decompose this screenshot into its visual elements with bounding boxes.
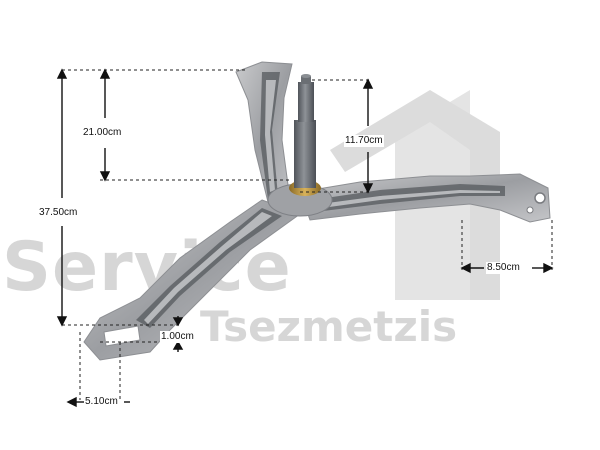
dimension-end-width: 8.50cm [486,262,521,274]
dimension-arm-height: 21.00cm [82,127,123,139]
shaft [294,120,316,188]
spider-upper-arm [235,61,293,211]
watermark-tsezmetzis: Tsezmetzis [200,302,458,351]
dimension-foot-thickness: 1.00cm [160,331,195,343]
dimension-foot-width: 5.10cm [84,396,119,408]
spider-hub [267,74,333,217]
spider-lower-arm [83,199,302,361]
dimension-total-height: 37.50cm [38,207,79,219]
dimension-shaft-height: 11.70cm [344,135,384,147]
spider-right-arm [299,173,551,223]
